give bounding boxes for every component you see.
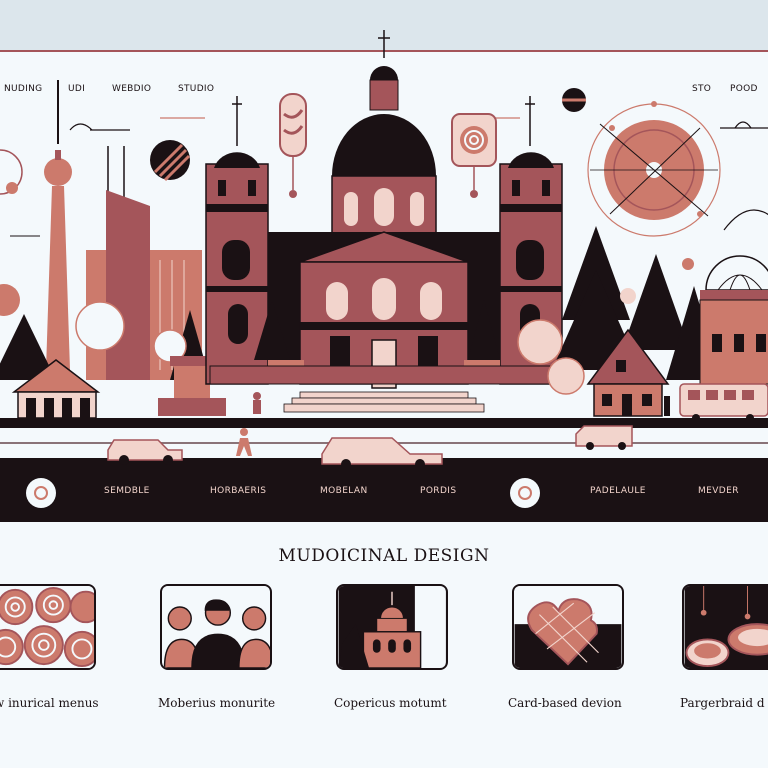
top-nav-item-nuding[interactable]: NUDING xyxy=(4,84,43,94)
gingerbread-cookies-icon xyxy=(0,586,94,668)
hanging-sign-spiral xyxy=(451,113,497,198)
nav-item-mobelan[interactable]: MOBELAN xyxy=(320,486,368,496)
section-title: MUDOICINAL DESIGN xyxy=(278,546,490,566)
nav-item-pordis[interactable]: PORDIS xyxy=(420,486,457,496)
nav-bullet-right-icon[interactable] xyxy=(510,478,540,508)
nav-bullet-left-icon[interactable] xyxy=(26,478,56,508)
pedestrian-left xyxy=(253,392,261,414)
people-icon xyxy=(162,586,270,668)
top-nav-item-udi[interactable]: UDI xyxy=(68,84,86,94)
card-image-gingerbread-cookies[interactable] xyxy=(0,584,96,670)
top-nav-item-studio[interactable]: STUDIO xyxy=(178,84,215,94)
card-image-people[interactable] xyxy=(160,584,272,670)
top-nav-item-webdio[interactable]: WEBDIO xyxy=(112,84,152,94)
van-right xyxy=(575,425,633,450)
card-image-gingerbread-heart[interactable] xyxy=(512,584,624,670)
main-nav-bar: SEMDBLE HORBAERIS MOBELAN PORDIS PADELAU… xyxy=(0,466,768,522)
rotunda-right xyxy=(699,209,768,385)
striped-ornament-left xyxy=(150,140,191,182)
gingerbread-heart-icon xyxy=(514,586,622,668)
card-label-1: w inurical menus xyxy=(0,696,99,710)
hanging-lantern-left xyxy=(279,93,307,198)
pedestrian-road xyxy=(236,428,252,456)
pedestrian-right xyxy=(664,396,670,416)
nav-item-padelaule[interactable]: PADELAULE xyxy=(590,486,646,496)
church-icon xyxy=(338,586,446,668)
gingerbread-plates-icon xyxy=(684,586,768,668)
car-left xyxy=(107,439,183,465)
card-label-2: Moberius monurite xyxy=(158,696,276,710)
top-nav-item-pood[interactable]: POOD xyxy=(730,84,758,94)
hero-skyline-illustration xyxy=(0,30,768,422)
road-vehicles xyxy=(107,425,633,469)
nav-item-horbaeris[interactable]: HORBAERIS xyxy=(210,486,267,496)
striped-ornament-top xyxy=(562,88,586,112)
monument-small xyxy=(158,356,226,416)
card-image-gingerbread-plates[interactable] xyxy=(682,584,768,670)
top-nav-item-sto[interactable]: STO xyxy=(692,84,712,94)
compass-target-ornament xyxy=(587,101,721,237)
card-label-5: Pargerbraid d xyxy=(680,696,765,710)
pavilion-left xyxy=(11,359,101,419)
card-label-4: Card-based devion xyxy=(508,696,622,710)
nav-item-mevder[interactable]: MEVDER xyxy=(698,486,739,496)
sky-decorations xyxy=(0,117,768,237)
card-image-church[interactable] xyxy=(336,584,448,670)
car-center xyxy=(321,437,443,469)
road-edge-top xyxy=(0,418,768,428)
card-label-3: Copericus motumt xyxy=(334,696,447,710)
house-right xyxy=(586,328,670,417)
nav-item-semdble[interactable]: SEMDBLE xyxy=(104,486,150,496)
tv-tower xyxy=(44,80,72,370)
bus xyxy=(679,383,768,422)
